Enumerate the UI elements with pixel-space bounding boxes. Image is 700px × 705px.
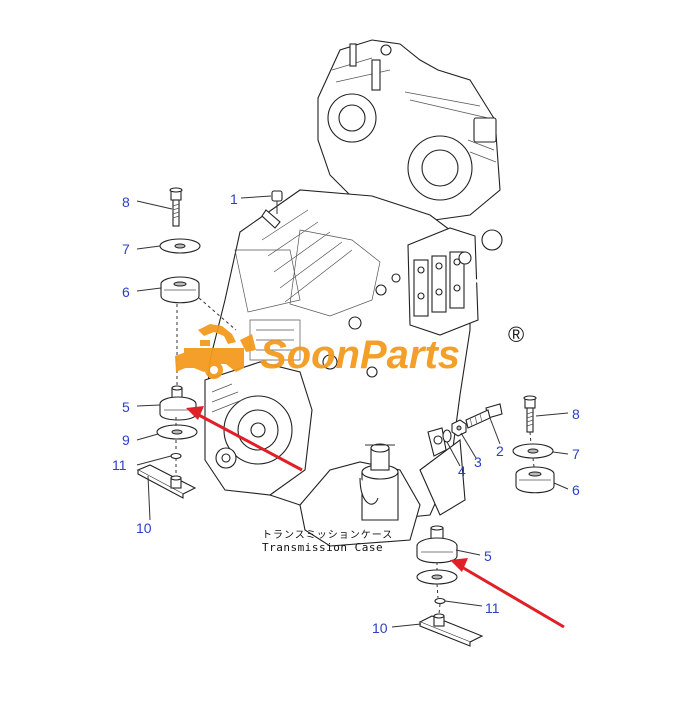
registered-mark: ® xyxy=(508,322,524,347)
arrow-left-shaft xyxy=(194,411,303,472)
arrow-right-shaft xyxy=(459,564,565,629)
plate-right-part xyxy=(418,613,484,647)
parts-group xyxy=(136,187,555,647)
leader-lines xyxy=(136,195,569,628)
cushion-upper-left-part xyxy=(160,276,200,304)
caption: トランスミッションケース Transmission Case xyxy=(262,529,393,554)
washer-lower-left-part xyxy=(156,424,198,440)
washer-left-part xyxy=(159,238,201,254)
transmission-case-drawing xyxy=(204,39,504,547)
bolt-left-part xyxy=(169,187,183,227)
callout-5-left: 5 xyxy=(122,399,130,415)
arrow-left-head xyxy=(186,406,204,420)
gear-excavator-icon xyxy=(175,324,256,379)
callout-7-right: 7 xyxy=(572,446,580,462)
callout-1: 1 xyxy=(230,191,238,207)
nut-3-part xyxy=(451,419,467,437)
callout-10-right: 10 xyxy=(372,620,388,636)
cushion-upper-right-part xyxy=(515,466,555,494)
callout-7-left: 7 xyxy=(122,241,130,257)
washer-lower-right-part xyxy=(416,569,458,585)
callout-11-left: 11 xyxy=(112,457,127,473)
sensor-part xyxy=(261,190,283,229)
soonparts-logo: SoonParts ® xyxy=(175,322,524,379)
callout-8-left: 8 xyxy=(122,194,130,210)
caption-english: Transmission Case xyxy=(262,541,383,554)
callout-6-left: 6 xyxy=(122,284,130,300)
small-washer-left-part xyxy=(170,452,182,460)
plate-left-part xyxy=(136,464,197,499)
cushion-lower-right-part xyxy=(416,525,458,564)
arrow-right-head xyxy=(450,558,468,572)
callout-2: 2 xyxy=(496,443,504,459)
caption-japanese: トランスミッションケース xyxy=(262,529,393,541)
callout-5-right: 5 xyxy=(484,548,492,564)
callout-labels: 8 7 6 1 5 9 11 10 8 7 6 2 3 4 5 11 10 xyxy=(112,191,580,636)
callout-8-right: 8 xyxy=(572,406,580,422)
callout-10-left: 10 xyxy=(136,520,152,536)
highlight-arrows xyxy=(186,406,565,629)
callout-11-right: 11 xyxy=(485,600,500,616)
washer-4-part xyxy=(442,429,452,443)
callout-6-right: 6 xyxy=(572,482,580,498)
brand-name: SoonParts xyxy=(260,333,460,377)
callout-9: 9 xyxy=(122,432,130,448)
cushion-lower-left-part xyxy=(159,385,197,421)
callout-3: 3 xyxy=(474,454,482,470)
callout-4: 4 xyxy=(458,463,466,479)
washer-right-part xyxy=(512,443,554,459)
bolt-right-part xyxy=(523,395,537,433)
small-washer-right-part xyxy=(434,597,446,605)
